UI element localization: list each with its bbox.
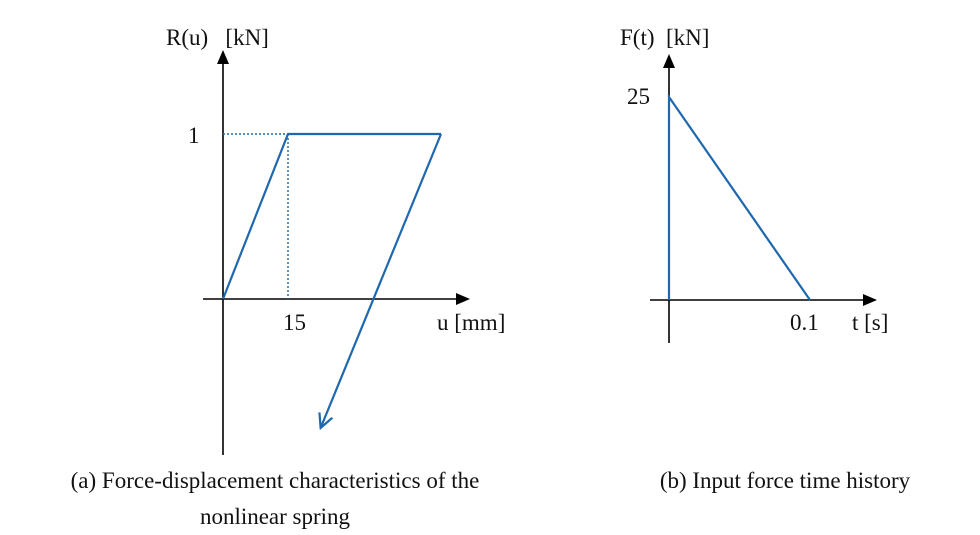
panel-a-caption-line2: nonlinear spring [199,504,351,529]
panel-b-x-axis-label: t [s] [852,310,888,335]
panel-a-x-axis-label: u [mm] [437,310,505,335]
panel-b-y-axis-label: F(t) [kN] [620,25,709,50]
panel-b-y-tick-25: 25 [627,84,650,109]
panel-b-force-curve [667,93,811,301]
panel-a-x-tick-15: 15 [283,310,306,335]
panel-b-caption-text: (b) Input force time history [659,468,911,493]
panel-a-caption-line1: (a) Force-displacement characteristics o… [70,468,480,493]
panel-a-spring-curve [221,132,441,300]
panel-a-unloading-branch [321,133,443,427]
panel-a-y-tick-1: 1 [188,123,200,148]
panel-a-y-axis-label: R(u) [kN] [166,25,269,50]
panel-b-force-time-history: F(t) [kN] t [s] 25 0.1 [620,25,888,343]
panel-a-force-displacement: R(u) [kN] u [mm] 1 15 [166,25,505,455]
panel-b-x-tick-0-1: 0.1 [790,310,819,335]
panel-b-caption: (b) Input force time history [610,463,960,499]
panel-a-caption: (a) Force-displacement characteristics o… [20,463,530,535]
